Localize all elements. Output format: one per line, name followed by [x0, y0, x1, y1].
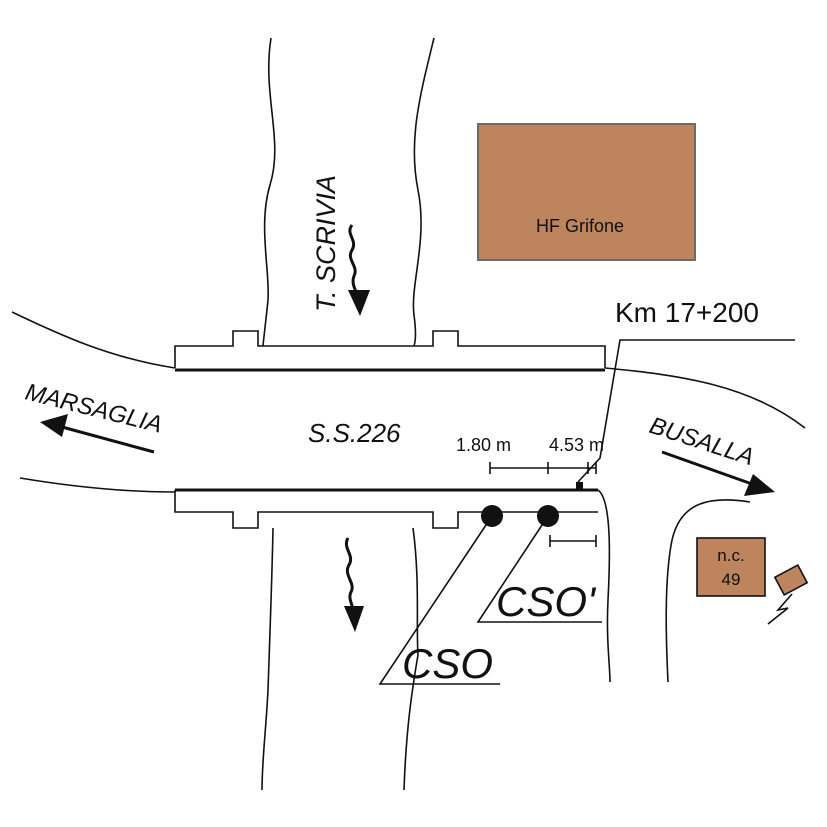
road-north-edge-east [604, 367, 806, 429]
direction-label-marsaglia: MARSAGLIA [23, 379, 165, 439]
river-label: T. SCRIVIA [311, 175, 341, 312]
road-north-edge-west [11, 311, 176, 369]
river-left-bank-north [262, 37, 276, 347]
side-road-east-edge [665, 499, 751, 683]
km-marker-leader-line [577, 339, 795, 483]
km-marker-label: Km 17+200 [615, 297, 759, 328]
bridge-south-parapet [174, 490, 598, 529]
cso-prime-offset-line [549, 535, 597, 547]
building-hf-grifone [477, 123, 696, 261]
river-banks [261, 37, 435, 791]
house-label-line2: 49 [722, 570, 741, 589]
river-right-bank-north [412, 37, 435, 347]
building-label: HF Grifone [536, 216, 624, 236]
house-nc-49 [696, 537, 766, 597]
distance-label-1: 1.80 m [456, 435, 511, 455]
river-right-bank-south [403, 527, 419, 791]
bridge [174, 330, 606, 529]
road [11, 311, 806, 683]
cso-prime-callout-line [476, 515, 602, 623]
cso-callout-line [378, 515, 500, 685]
road-label: S.S.226 [308, 418, 401, 448]
arrow-to-marsaglia [40, 414, 155, 454]
arrow-to-busalla [661, 450, 775, 496]
side-road-west-edge [597, 489, 611, 683]
direction-label-busalla: BUSALLA [646, 412, 757, 471]
house-label-line1: n.c. [717, 546, 744, 565]
river-flow-arrow-south [344, 537, 364, 632]
river-flow-arrow-north [348, 224, 370, 316]
cso-prime-label: CSO' [496, 578, 597, 625]
small-building [773, 563, 809, 597]
river-left-bank-south [261, 527, 274, 791]
km-marker-post [576, 482, 583, 490]
break-symbol [767, 593, 793, 625]
distance-label-2: 4.53 m [549, 435, 604, 455]
road-south-edge-west [19, 477, 176, 493]
distance-dimension-line [489, 462, 597, 474]
cso-label: CSO [402, 640, 493, 687]
bridge-north-parapet [174, 330, 606, 368]
